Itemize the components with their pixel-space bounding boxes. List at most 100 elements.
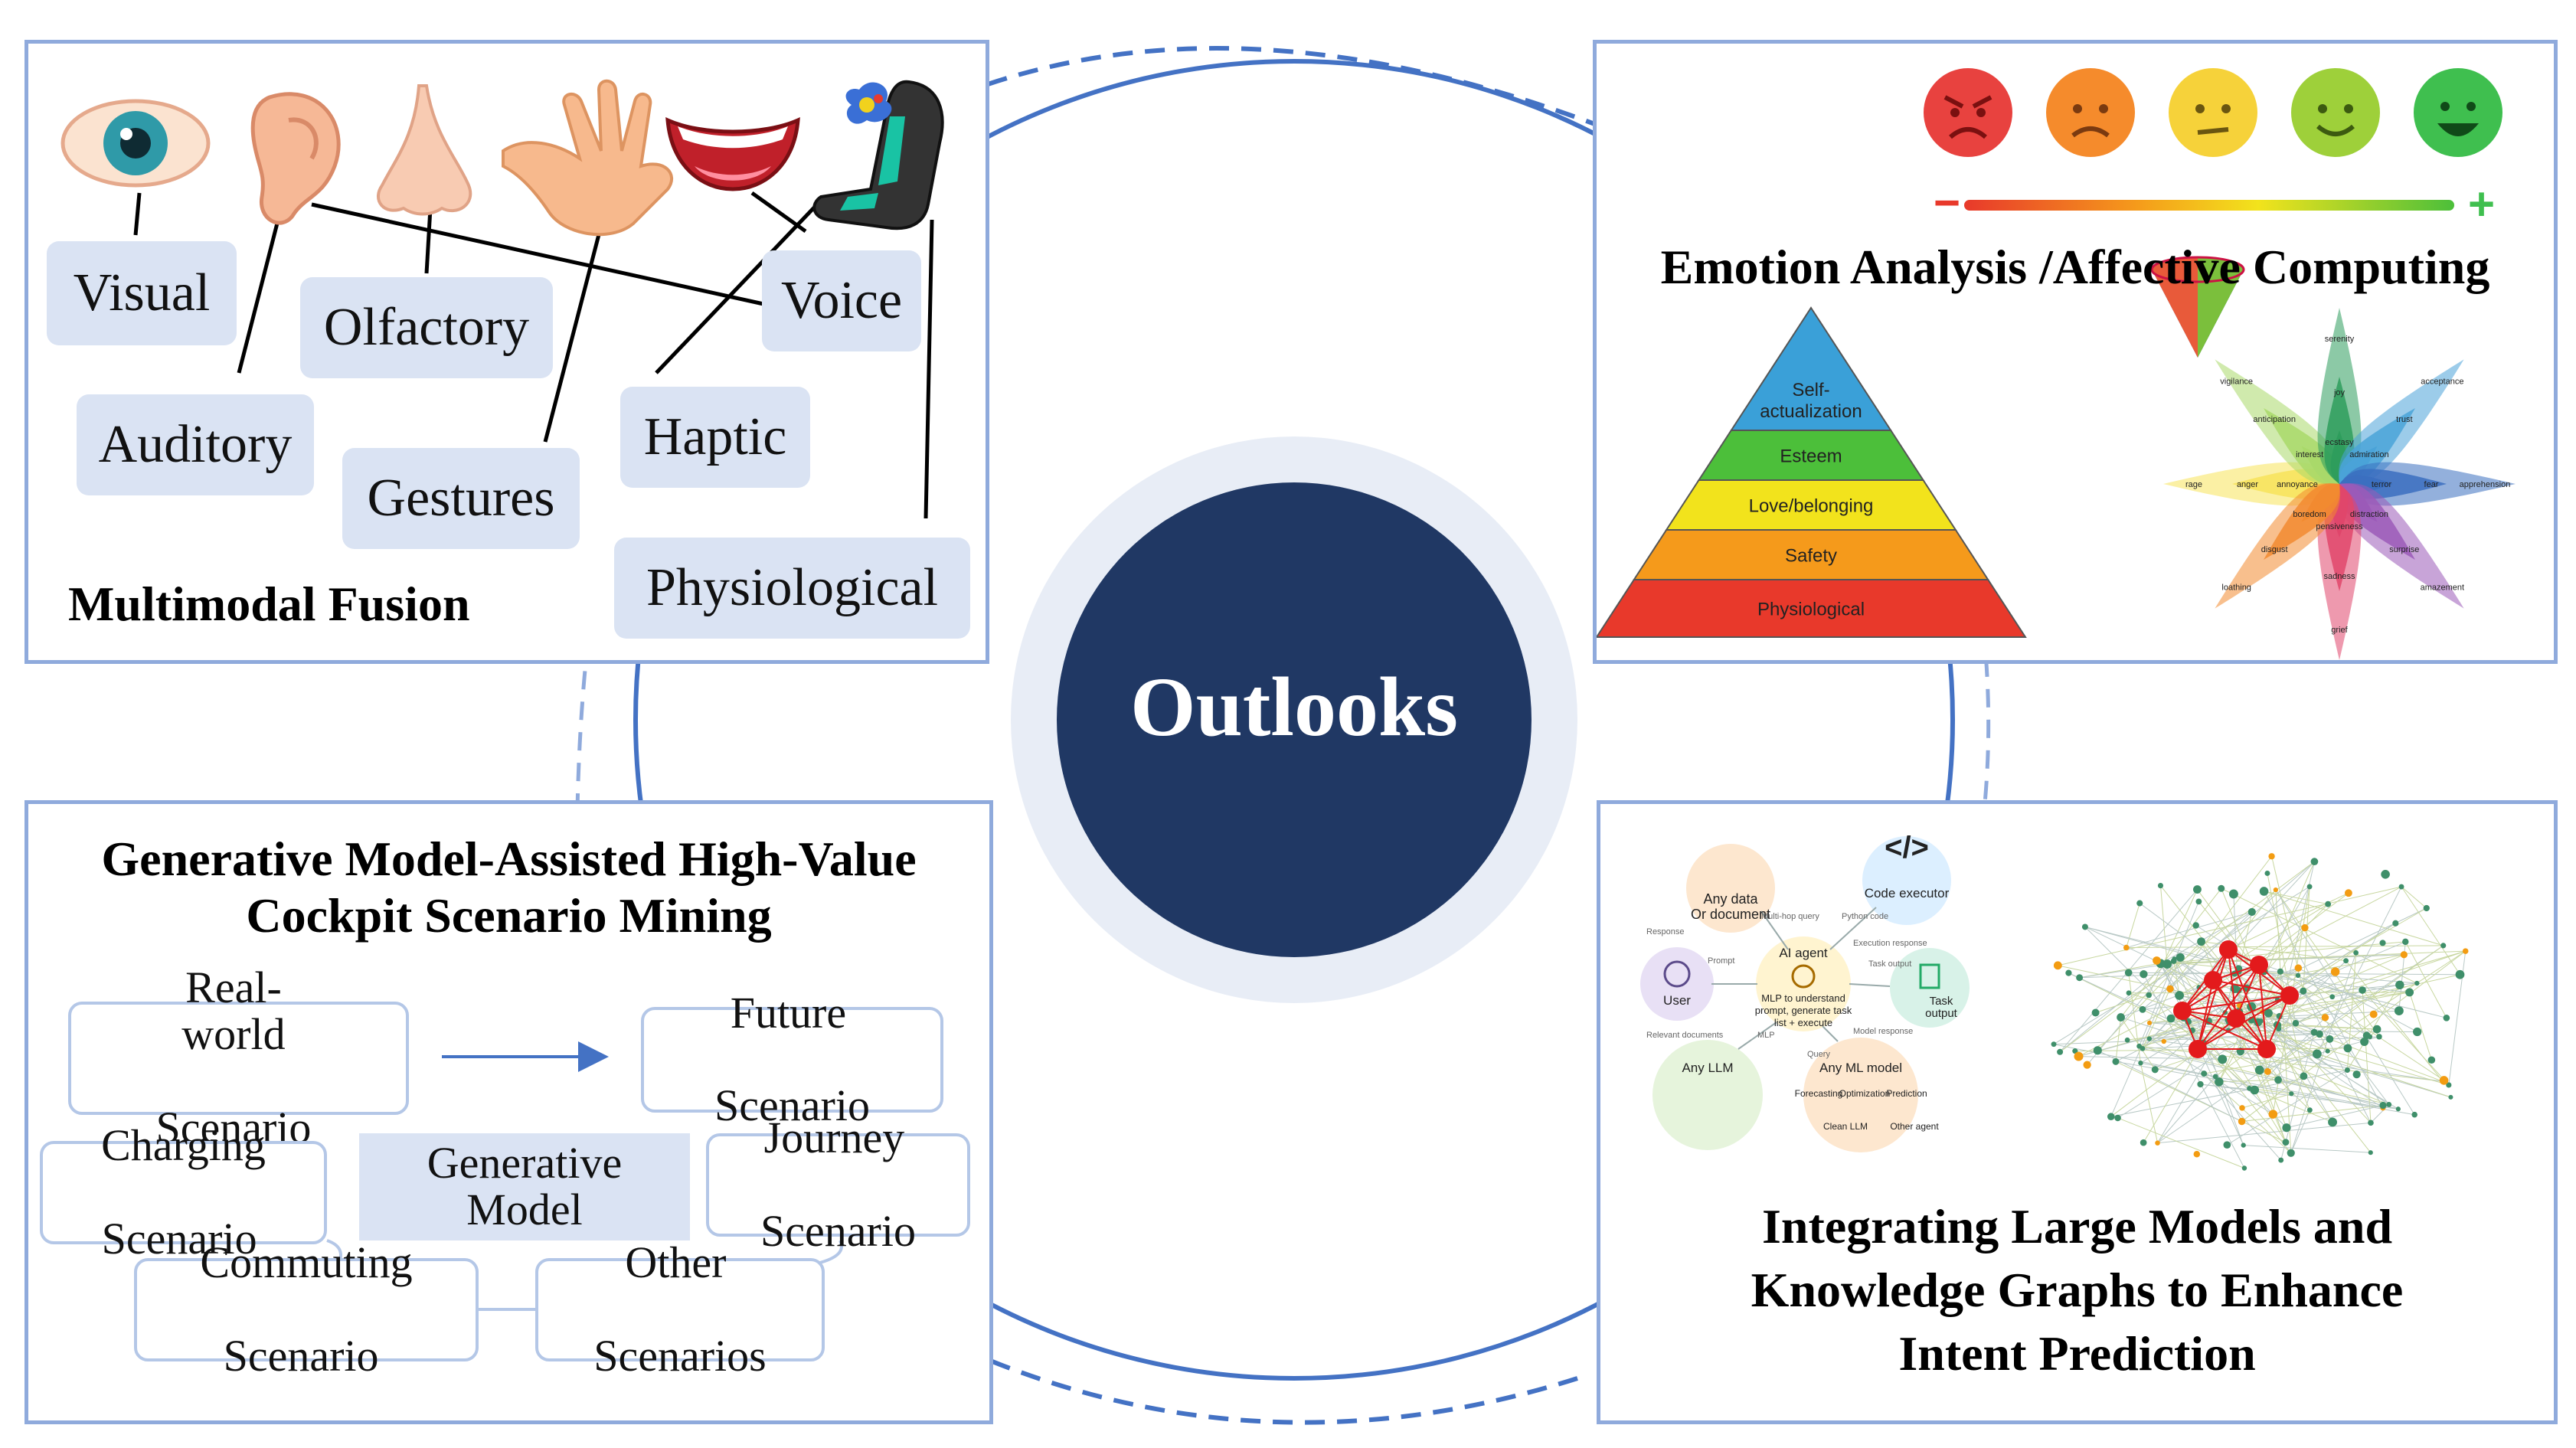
kg-edge-200 (2169, 911, 2253, 989)
kg-edge-108 (2079, 963, 2168, 979)
mouth-icon (665, 117, 800, 191)
intent-heading-line1: Integrating Large Models and (1761, 1199, 2393, 1254)
pyramid-label-1: Esteem (1780, 446, 1842, 467)
kg-edge-64 (2241, 1093, 2292, 1109)
kg-edge-113 (2280, 1032, 2315, 1161)
arrow-multimodal-to-emotion (987, 46, 1702, 171)
kg-node-126 (2423, 904, 2430, 912)
kg-node-111 (2316, 1030, 2323, 1038)
kg-node-104 (2328, 1117, 2337, 1127)
visual-tag: Visual (47, 241, 237, 345)
kg-edge-44 (2148, 889, 2198, 995)
kg-node-95 (2392, 920, 2399, 927)
kg-edge-120 (2404, 941, 2447, 1018)
kg-edge-180 (2286, 1105, 2384, 1129)
kg-node-52 (2321, 1014, 2329, 1021)
kg-edge-69 (2290, 1110, 2310, 1153)
kg-node-36 (2241, 1142, 2246, 1148)
kg-node-134 (2400, 951, 2408, 959)
wheel-label-11: distraction (2350, 510, 2388, 519)
kg-node-167 (2455, 969, 2465, 979)
kg-node-153 (2140, 1139, 2147, 1146)
outer-ring (633, 59, 1955, 1381)
multimodal-panel: Visual Olfactory Voice Auditory Haptic G… (25, 40, 989, 664)
kg-node-74 (2439, 1076, 2449, 1085)
kg-node-50 (2395, 1106, 2401, 1112)
wheel-label-0: serenity (2325, 335, 2355, 344)
kg-edge-219 (2401, 886, 2460, 975)
pyramid-label-2: Love/belonging (1749, 496, 1874, 517)
journey-line1: Journey (763, 1113, 905, 1163)
kg-edge-186 (2238, 968, 2417, 984)
kg-node-124 (2247, 907, 2256, 917)
kg-hub-3 (2173, 1002, 2192, 1020)
other-agent-label: Other agent (1890, 1121, 1939, 1132)
kg-edge-237 (2140, 1021, 2209, 1064)
wheel-label-5: admiration (2349, 450, 2388, 459)
voice-tag: Voice (762, 250, 921, 351)
kg-edge-239 (2198, 901, 2278, 1000)
kg-node-135 (2306, 884, 2313, 890)
wheel-label-20: annoyance (2277, 480, 2318, 489)
kg-edge-96 (2126, 945, 2444, 949)
kg-node-77 (2413, 1027, 2422, 1037)
kg-edge-94 (2362, 989, 2372, 1123)
kg-edge-213 (2204, 1053, 2317, 1074)
intent-heading-line3: Intent Prediction (1898, 1326, 2256, 1381)
maslow-pyramid: Self-actualizationEsteemLove/belongingSa… (1597, 306, 2027, 638)
kg-node-120 (2386, 1102, 2392, 1107)
code-executor-label: Code executor (1865, 886, 1950, 901)
kg-edge-8 (2126, 903, 2140, 948)
kg-edge-136 (2115, 1061, 2415, 1116)
kg-hub-edge-0-4 (2212, 979, 2290, 996)
kg-edge-111 (2200, 1084, 2398, 1110)
kg-node-53 (2218, 884, 2225, 892)
kg-hub-edge-5-7 (2197, 949, 2229, 1050)
plutchik-wheel: serenityjoyecstasyacceptancetrustadmirat… (2163, 308, 2516, 660)
kg-node-32 (2083, 1061, 2091, 1069)
wheel-label-19: anger (2237, 480, 2258, 489)
generative-line1: Generative (427, 1138, 623, 1188)
kg-node-81 (2411, 1111, 2417, 1118)
kg-hub-edge-1-5 (2197, 964, 2260, 1050)
kg-edge-152 (2254, 950, 2466, 1090)
kg-node-34 (2254, 1065, 2264, 1075)
ai-agent-diagram: Any data Or document </> Code executor A… (1640, 831, 1970, 1152)
kg-node-140 (2124, 969, 2133, 977)
sad-face-icon (2046, 68, 2135, 157)
kg-node-83 (2402, 938, 2409, 946)
edge-task-output: Task output (1868, 959, 1911, 969)
user-icon (1663, 960, 1691, 988)
kg-node-123 (2218, 1054, 2228, 1064)
task-output-line1: Task (1930, 995, 1953, 1008)
kg-node-1 (2325, 1048, 2330, 1054)
kg-node-75 (2292, 1019, 2300, 1027)
kg-node-54 (2157, 882, 2164, 889)
arrow-intent-to-scenario (910, 1323, 1578, 1425)
generative-line2: Model (466, 1185, 583, 1234)
kg-edge-109 (2117, 1015, 2280, 1119)
kg-node-97 (2051, 1041, 2057, 1048)
kg-node-162 (2394, 1006, 2404, 1016)
kg-edge-222 (2095, 995, 2149, 1013)
kg-edge-80 (2115, 1017, 2122, 1062)
kg-node-20 (2201, 1070, 2208, 1077)
kg-node-73 (2250, 1085, 2260, 1095)
kg-edge-45 (2059, 963, 2168, 1053)
wheel-label-2: ecstasy (2325, 438, 2354, 447)
emotion-graphics: − + Self-actualizationEsteemLove/belongi… (1597, 68, 2516, 660)
kg-node-87 (2310, 858, 2319, 866)
kg-hub-edge-4-6 (2266, 995, 2290, 1050)
edge-model-response: Model response (1853, 1027, 1913, 1036)
kg-edge-35 (2115, 1061, 2287, 1143)
kg-edge-12 (2221, 887, 2417, 984)
kg-node-14 (2138, 1061, 2143, 1066)
other-line1: Other (625, 1237, 727, 1288)
any-data-line1: Any data (1703, 891, 1758, 907)
kg-node-5 (2223, 1141, 2231, 1149)
kg-edge-158 (2117, 1117, 2245, 1169)
kg-node-85 (2353, 950, 2359, 956)
future-line2: Scenario (714, 1080, 870, 1131)
